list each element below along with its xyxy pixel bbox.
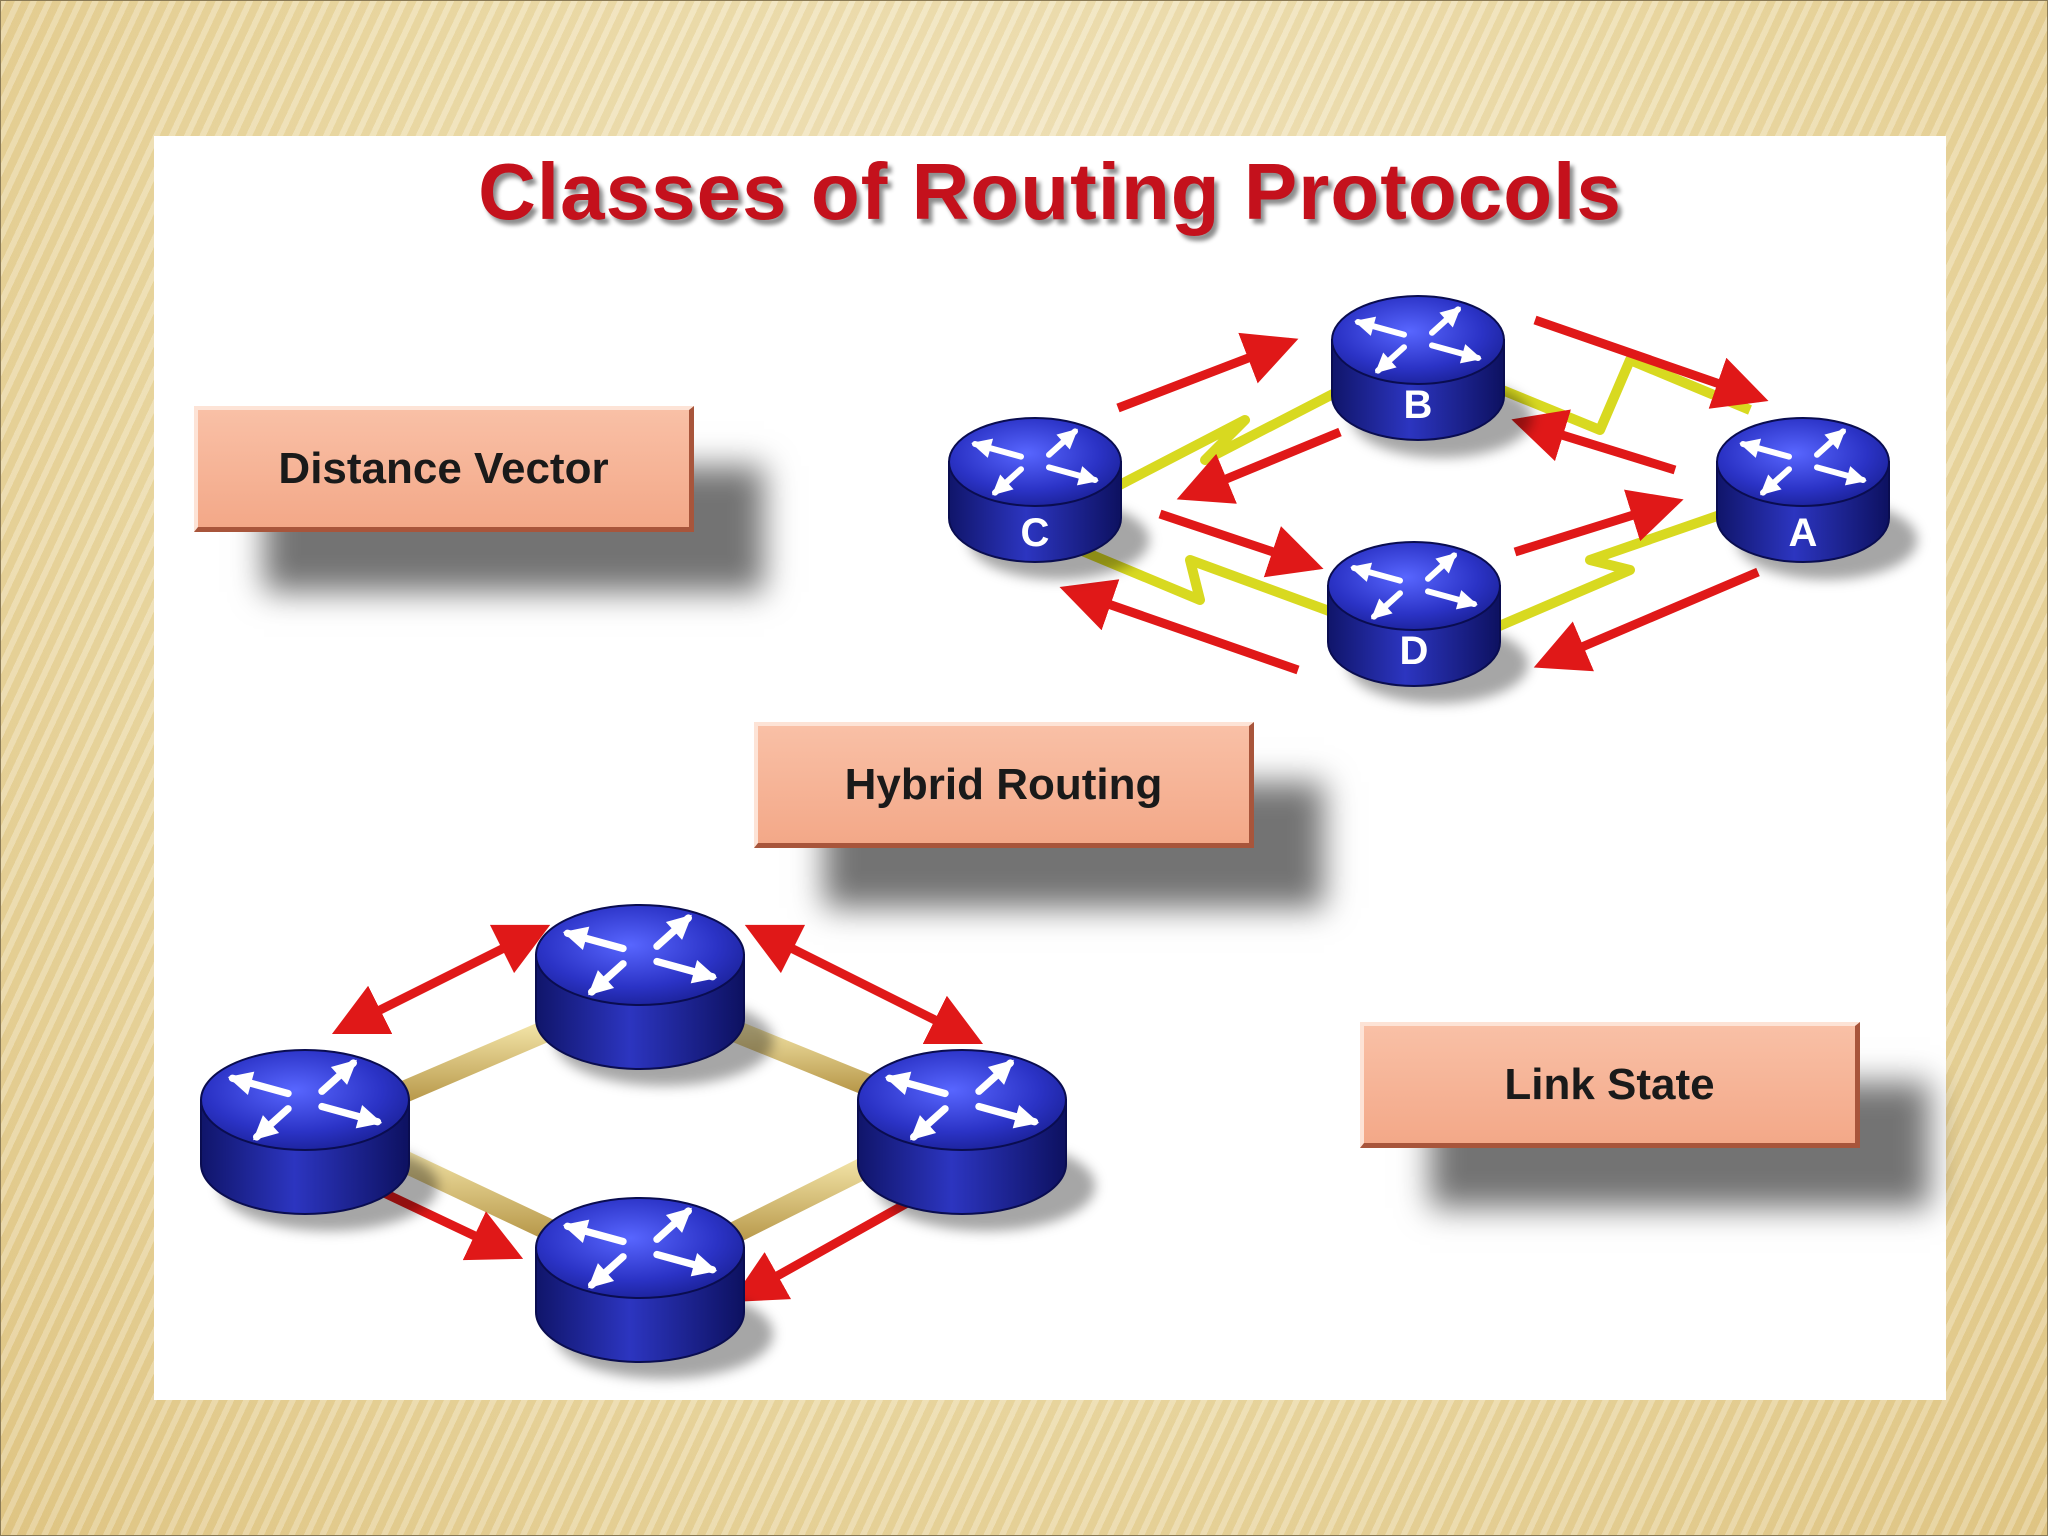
router-c-icon (948, 417, 1150, 580)
router-ls-bottom-icon (535, 1197, 774, 1379)
router-label-a: A (1789, 511, 1818, 555)
router-ls-top-icon (535, 904, 774, 1086)
router-label-c: C (1021, 511, 1050, 555)
link-state-label: Link State (1360, 1022, 1860, 1148)
arrow-a-to-b (1511, 409, 1677, 475)
arrow-d-to-c (1059, 579, 1300, 675)
slide-title: Classes of Routing Protocols (478, 147, 1622, 236)
serial-link-b-a (1488, 355, 1752, 435)
distance-vector-network (1059, 315, 1769, 675)
arrow-b-to-c (1176, 427, 1342, 504)
lan-link-top-left (374, 1014, 571, 1111)
router-d-icon (1327, 541, 1529, 704)
router-ls-left-icon (200, 1049, 439, 1231)
router-b-icon (1331, 295, 1533, 458)
router-label-b: B (1404, 383, 1433, 427)
router-a-icon (1716, 417, 1918, 580)
distance-vector-label: Distance Vector (194, 406, 694, 532)
hybrid-routing-label: Hybrid Routing (754, 722, 1254, 848)
arrow-c-to-b (1116, 332, 1299, 413)
arrow-d-to-a (1513, 489, 1684, 557)
serial-link-c-d (1078, 545, 1342, 620)
arrow-a-to-d (1533, 567, 1760, 672)
update-arrows (1059, 315, 1769, 675)
router-ls-right-icon (857, 1049, 1096, 1231)
arrow-c-to-d (1158, 509, 1324, 578)
arrow-top-right (744, 924, 984, 1045)
arrow-b-to-a (1533, 315, 1769, 409)
arrow-top-left (331, 924, 551, 1035)
router-label-d: D (1400, 629, 1429, 673)
